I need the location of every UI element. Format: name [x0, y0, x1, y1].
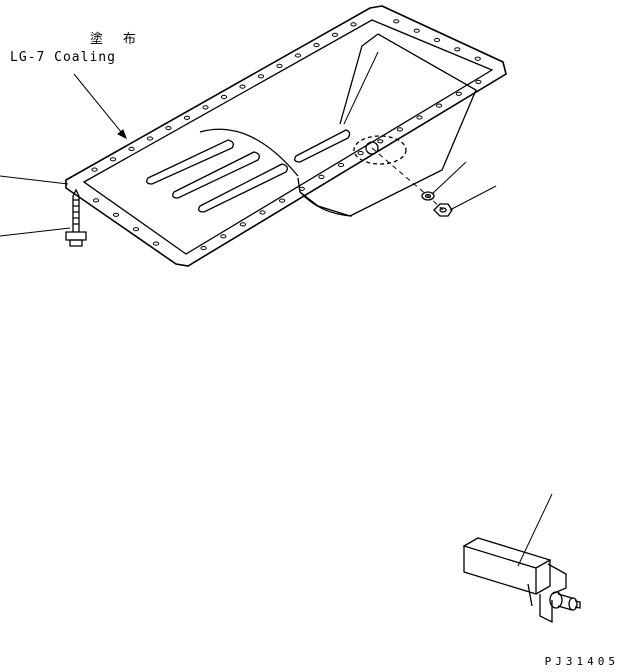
- oil-pan-rib: [294, 129, 351, 163]
- oil-pan-shelf-edge: [199, 128, 299, 177]
- oil-pan-rib: [198, 163, 288, 213]
- flange-bolt-hole: [92, 198, 100, 203]
- flange-bolt-hole: [239, 222, 246, 227]
- flange-bolt-hole: [132, 227, 140, 232]
- drain-plug-nut: [433, 203, 453, 217]
- flange-bolt-hole: [455, 91, 462, 96]
- nut-leader: [449, 185, 497, 211]
- oil-pan-flange-outer: [65, 5, 507, 267]
- flange-bolt-hole: [202, 105, 209, 110]
- flange-bolt-hole: [350, 22, 357, 27]
- flange-bolt-hole: [128, 146, 135, 151]
- drain-plug-gasket: [421, 191, 435, 201]
- flange-bolt-hole: [165, 126, 172, 131]
- gauge-tube: [462, 537, 552, 595]
- gauge-collar: [549, 591, 563, 609]
- assembly-path-line: [371, 147, 444, 211]
- flange-bolt-hole: [377, 139, 384, 144]
- flange-bolt-hole: [413, 28, 420, 33]
- flange-bolt-hole: [259, 210, 266, 215]
- flange-bolt-hole: [331, 32, 339, 37]
- flange-bolt: [65, 188, 87, 247]
- flange-bolt-hole: [337, 162, 345, 168]
- flange-bolt-hole: [433, 37, 441, 43]
- bolt-leader: [0, 227, 71, 237]
- flange-bolt-hole: [91, 167, 98, 172]
- flange-bolt-hole: [313, 43, 320, 48]
- flange-bolt-hole: [357, 151, 364, 156]
- gasket-leader: [0, 175, 69, 185]
- flange-bolt-hole: [152, 241, 160, 246]
- flange-bolt-hole: [436, 103, 443, 108]
- flange-bolt-hole: [109, 157, 117, 162]
- flange-bolt-hole: [112, 212, 120, 217]
- oil-pan-flange-inner: [82, 19, 494, 255]
- sealant-leader: [73, 73, 127, 139]
- flange-bolt-hole: [474, 56, 481, 61]
- dipstick-gauge-assembly: [462, 537, 581, 624]
- flange-bolt-hole: [220, 234, 227, 239]
- oil-pan-rib: [172, 151, 260, 199]
- gauge-bracket-flange: [539, 594, 553, 624]
- oil-pan-rib: [146, 139, 234, 185]
- flange-bolt-hole: [239, 84, 246, 89]
- flange-bolt-hole: [454, 47, 461, 52]
- sealant-leader-arrowhead: [117, 129, 127, 140]
- oil-pan-sump: [297, 33, 477, 217]
- sealant-note-japanese: 塗 布: [90, 32, 142, 47]
- gauge-bracket: [527, 563, 567, 607]
- gasket-washer-leader: [431, 161, 467, 195]
- sealant-note-english: LG-7 Coaling: [10, 50, 116, 65]
- flange-bolt-hole: [416, 115, 423, 120]
- gauge-pin: [574, 600, 581, 609]
- drain-plug-boss: [353, 135, 407, 165]
- flange-bolt-holes: [91, 19, 482, 251]
- flange-bolt-hole: [393, 19, 400, 24]
- gauge-stem: [557, 593, 573, 611]
- flange-bolt-hole: [257, 74, 265, 79]
- pan-leader: [343, 51, 379, 125]
- gauge-leader: [517, 493, 553, 567]
- flange-bolt-hole: [146, 136, 154, 141]
- flange-bolt-hole: [475, 79, 482, 85]
- oil-pan-sump-bottom: [299, 191, 353, 217]
- flange-bolt-hole: [183, 115, 191, 120]
- oil-pan-sump-wall: [339, 33, 379, 125]
- gauge-stem-end: [568, 597, 578, 611]
- flange-bolt-hole: [220, 94, 228, 100]
- flange-bolt-hole: [318, 174, 325, 179]
- drawing-code: PJ31405: [544, 655, 619, 668]
- flange-bolt-hole: [200, 246, 207, 251]
- flange-bolt-hole: [294, 53, 302, 58]
- flange-bolt-hole: [396, 127, 403, 132]
- drain-plug: [365, 141, 379, 155]
- oil-pan: [65, 5, 507, 267]
- flange-bolt-hole: [279, 198, 286, 203]
- flange-bolt-hole: [276, 63, 283, 69]
- leader-lines: [0, 51, 553, 567]
